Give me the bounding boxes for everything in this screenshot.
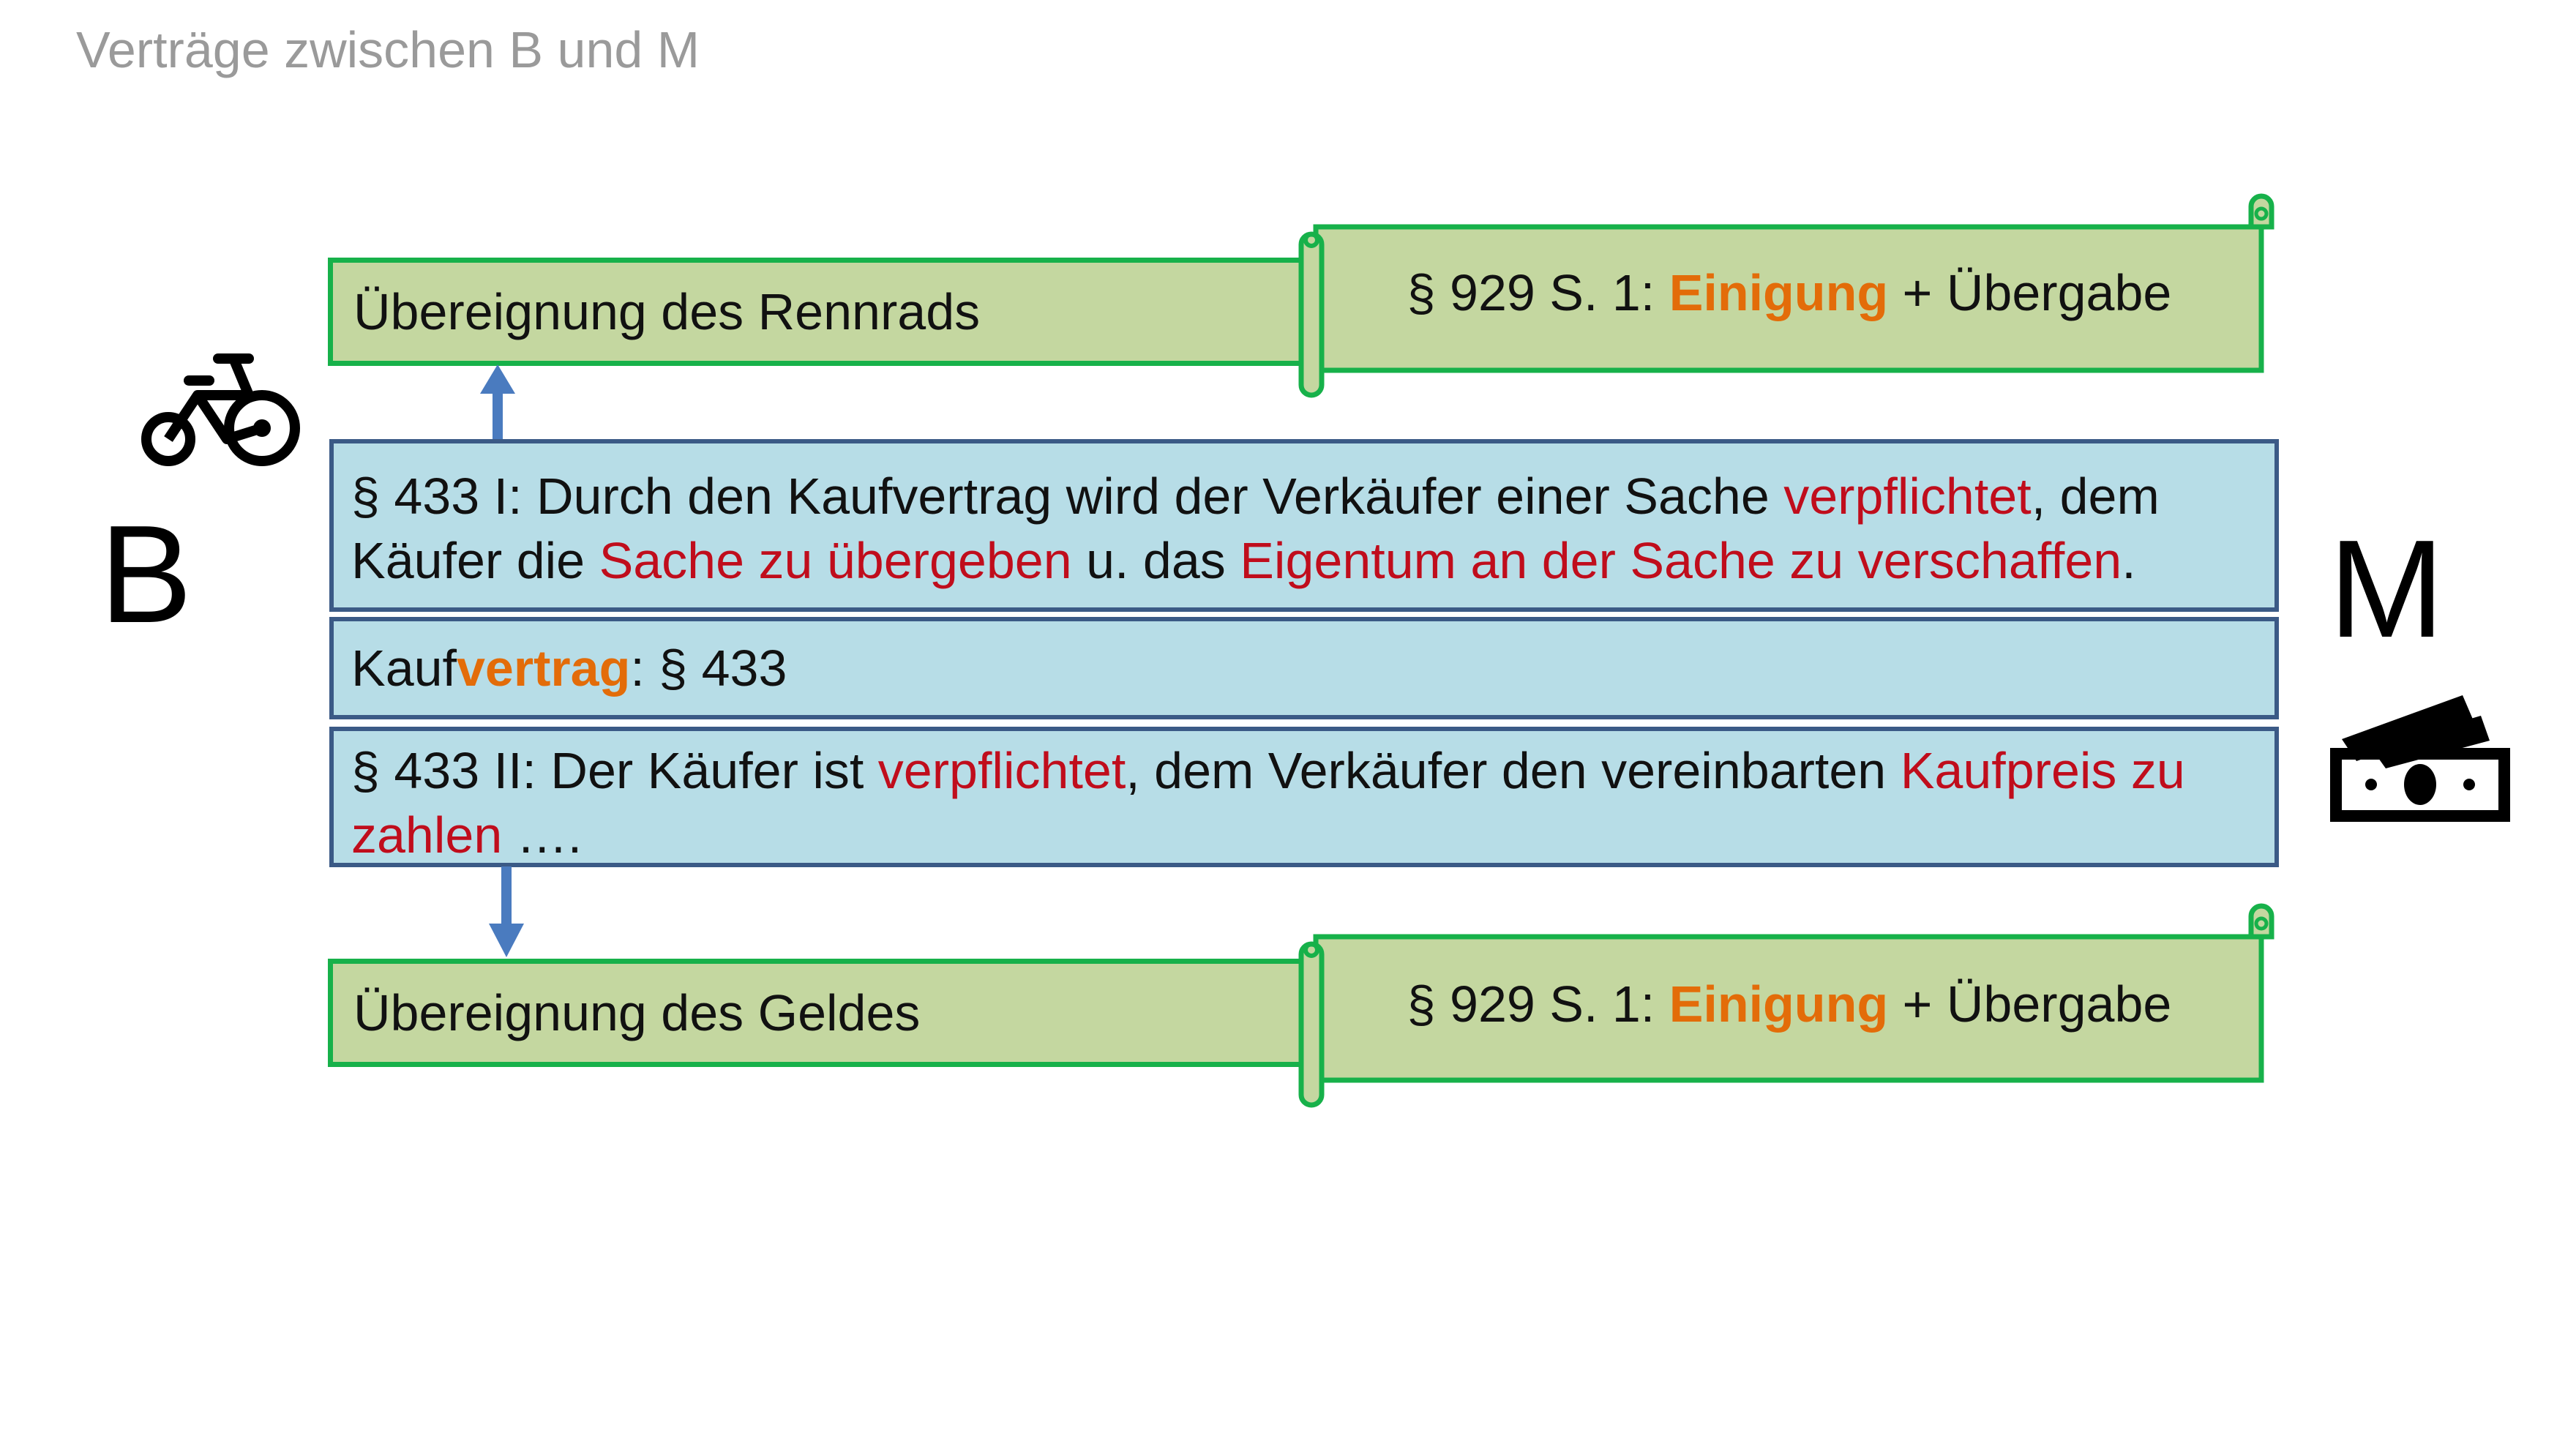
arrow-down-icon	[489, 866, 524, 957]
bicycle-icon	[141, 353, 300, 466]
paragraph-433-2-box: § 433 II: Der Käufer ist verpflichtet, d…	[329, 727, 2279, 867]
einigung-highlight: Einigung	[1669, 264, 1889, 321]
einigung-highlight: Einigung	[1669, 976, 1889, 1033]
bottom-transfer-box: Übereignung des Geldes	[328, 959, 1308, 1067]
top-transfer-label: Übereignung des Rennrads	[353, 283, 981, 340]
page-title: Verträge zwischen B und M	[76, 21, 700, 78]
bottom-transfer-label: Übereignung des Geldes	[353, 984, 921, 1041]
bottom-scroll-shape	[1298, 903, 2274, 1108]
arrow-up-icon	[480, 364, 515, 445]
bottom-scroll-text: § 929 S. 1: Einigung + Übergabe	[1407, 976, 2172, 1033]
party-m-label: M	[2329, 512, 2445, 667]
top-scroll-shape	[1298, 193, 2274, 398]
top-scroll-text: § 929 S. 1: Einigung + Übergabe	[1407, 264, 2172, 321]
top-transfer-box: Übereignung des Rennrads	[328, 258, 1308, 366]
paragraph-433-1-box: § 433 I: Durch den Kaufvertrag wird der …	[329, 439, 2279, 612]
party-b-label: B	[100, 497, 192, 652]
money-icon	[2330, 695, 2510, 822]
